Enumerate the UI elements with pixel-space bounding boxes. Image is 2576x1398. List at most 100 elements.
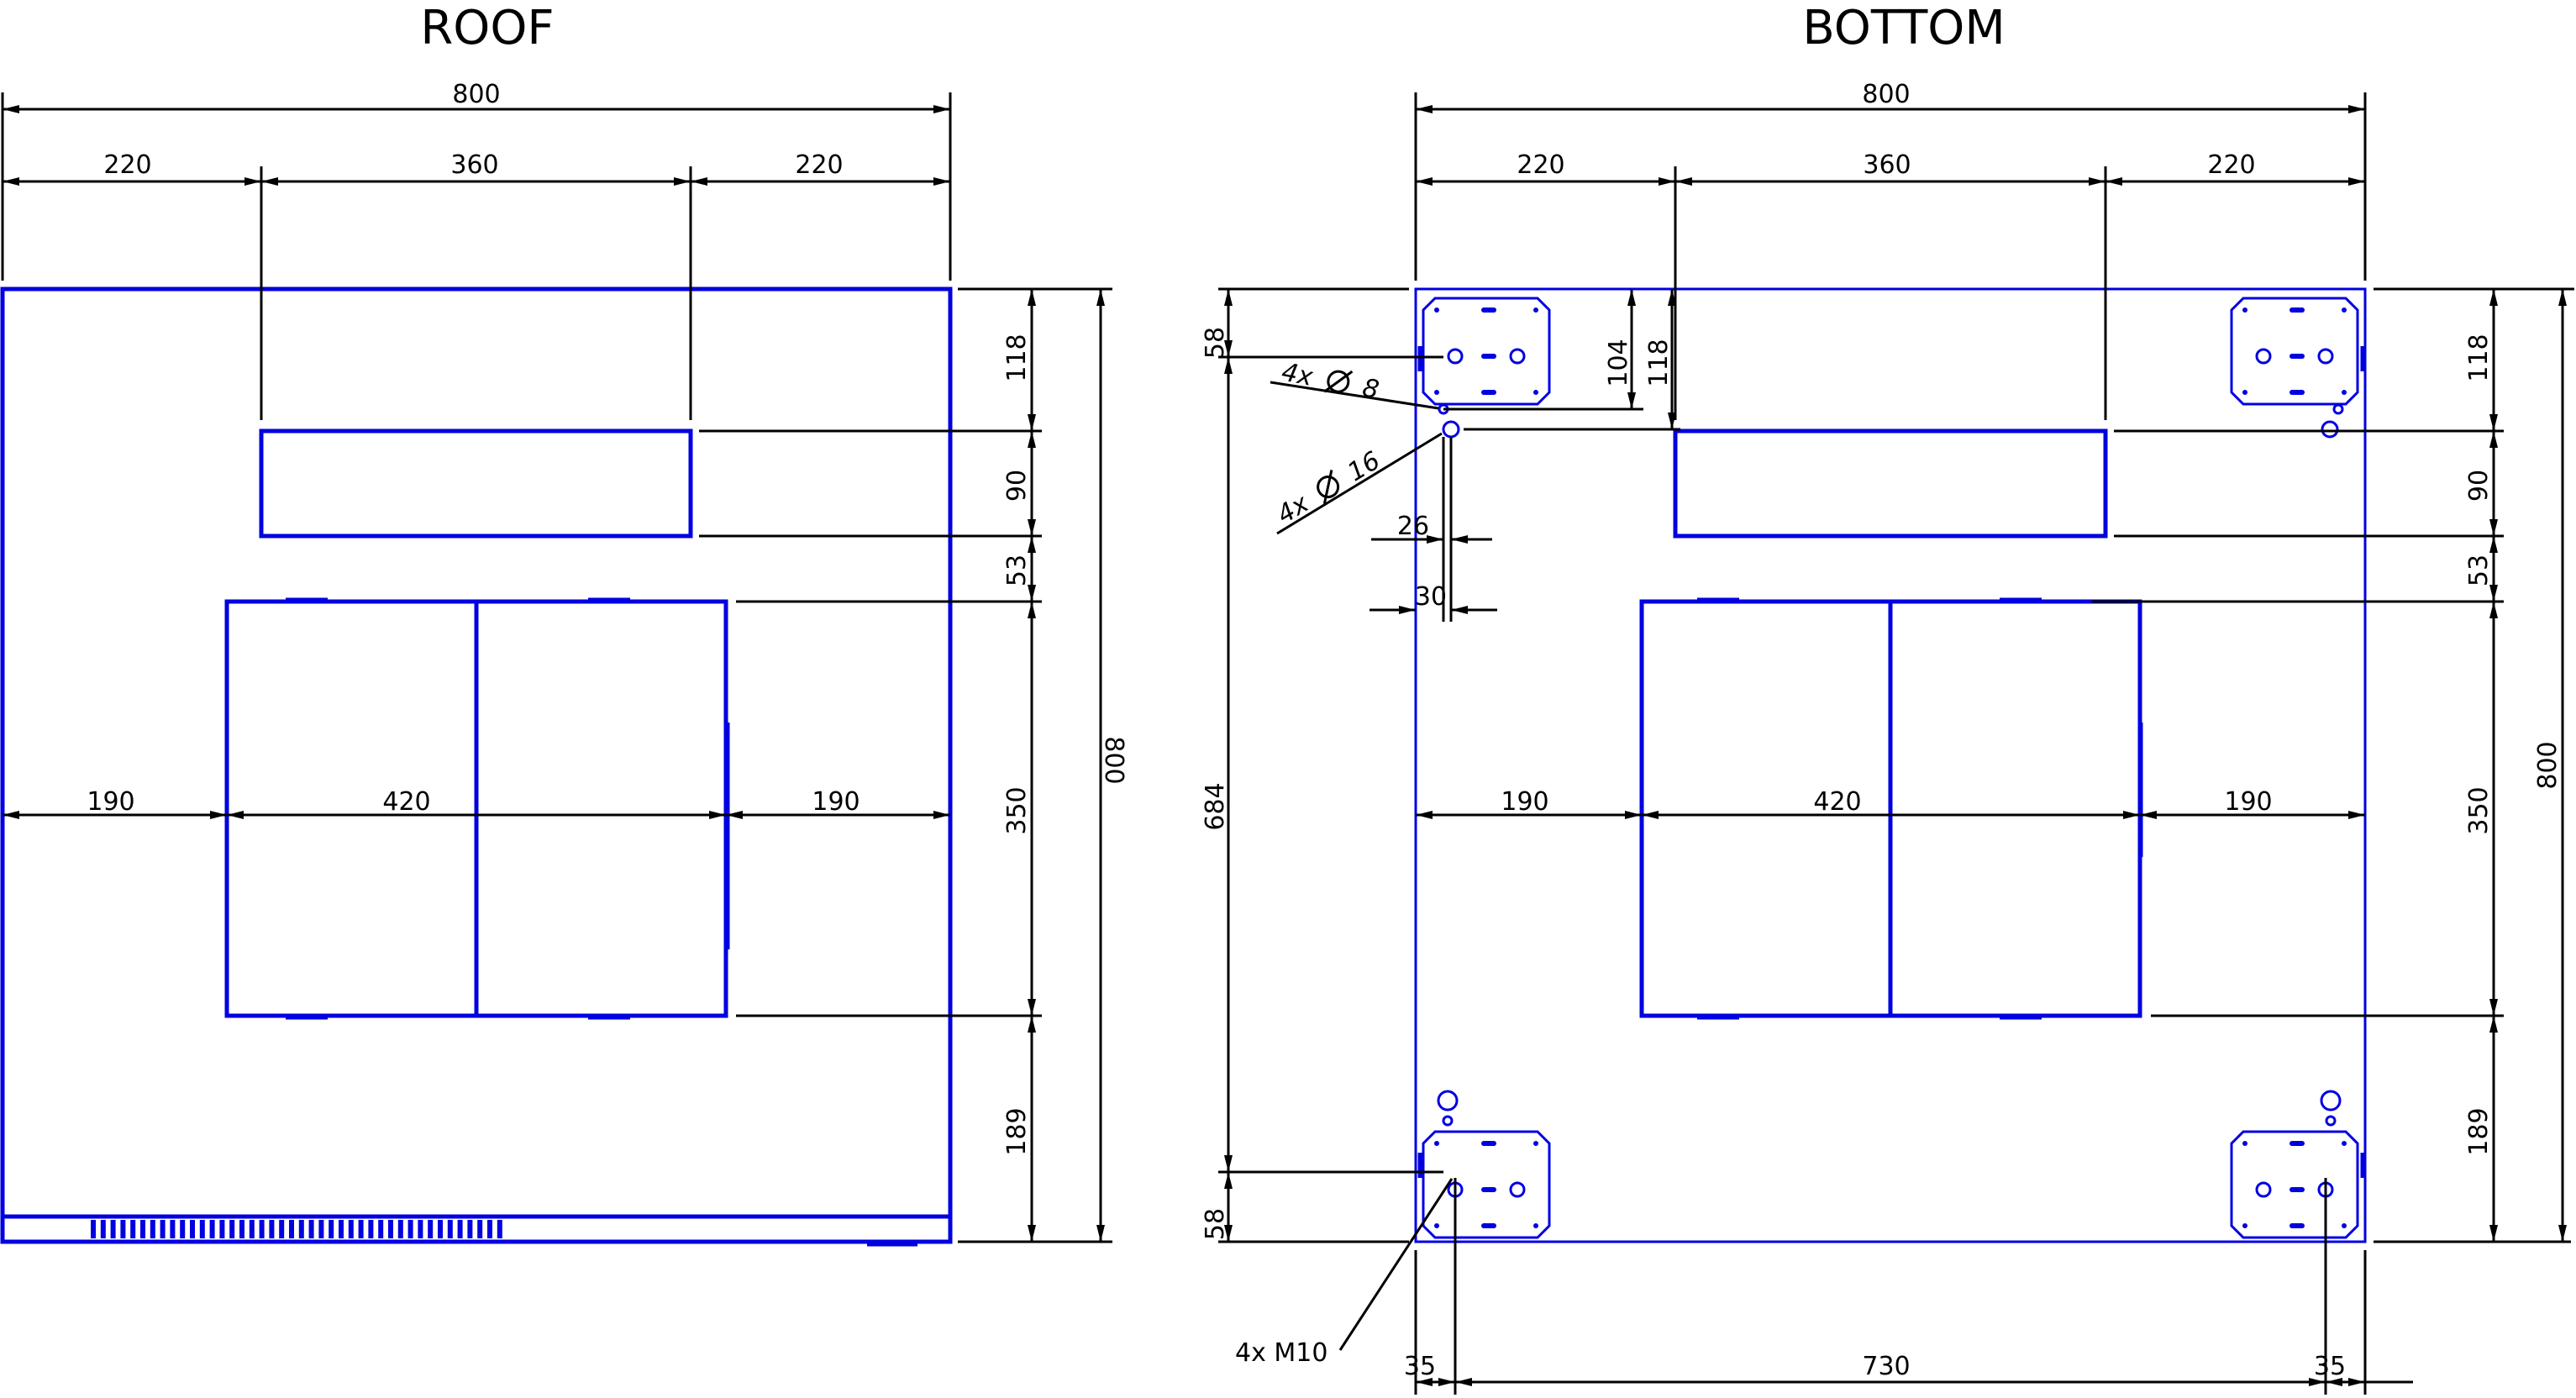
plate-rivet [1434,1141,1439,1146]
roof-v-dim-4: 350 [1002,786,1032,834]
bottom-left-dim-58-bottom: 58 [1201,1208,1230,1240]
bottom-offset-dimensions: 26 30 [1369,437,1497,622]
roof-v-dim-3: 53 [1002,554,1032,586]
vent-slot [358,1220,364,1238]
plate-bolt-hole [2255,348,2272,365]
bottom-vertical-chain-dimension: 118 90 53 350 189 [2092,287,2571,1243]
bottom-v-dim-2: 90 [2464,470,2494,502]
plate-rivet [1533,390,1538,395]
caster-plate-bottom-right [2230,1130,2359,1239]
roof-v-dim-1: 118 [1002,334,1032,381]
vent-slot [269,1220,275,1238]
thread-label: 4x M10 [1235,1338,1327,1368]
vent-slot [110,1220,116,1238]
plate-slot [2289,1141,2305,1146]
bottom-base-dim-3: 35 [2314,1352,2346,1381]
plate-outline [2230,1130,2359,1239]
roof-mid-dim-2: 420 [382,787,430,817]
bottom-mid-dim-1: 190 [1501,787,1548,817]
plate-bolt-hole [1509,348,1526,365]
plate-slot [1481,390,1496,395]
plate-outline [1422,1130,1551,1239]
roof-height-label: 800 [1099,736,1128,784]
vent-slot [140,1220,145,1238]
plate-slot [2289,1223,2305,1228]
vent-slot [407,1220,413,1238]
plate-rivet [1434,390,1439,395]
vent-slot [160,1220,166,1238]
plate-rivet [1533,1223,1538,1228]
bottom-height-dimension: 800 [2504,287,2574,1242]
bottom-top-dim-2: 360 [1863,150,1911,180]
plate-slot [2289,390,2305,395]
bottom-inner-depth-dimensions: 104 118 [1443,289,1680,431]
hole-callout-8: 4x 8 [1270,357,1439,410]
bottom-v-dim-5: 189 [2464,1107,2494,1155]
vent-slot [447,1220,453,1238]
roof-top-chain-dimension: 220 360 220 [3,150,950,420]
roof-middle-chain-dimension: 190 420 190 [3,787,950,819]
vent-slot [428,1220,434,1238]
vent-slot [457,1220,463,1238]
vent-slot [487,1220,492,1238]
vent-slot [209,1220,215,1238]
vent-slot [279,1220,285,1238]
bottom-base-dim-1: 35 [1404,1352,1436,1381]
bottom-dim-30: 30 [1415,582,1447,612]
plate-rivet [2342,307,2347,313]
vent-slot [249,1220,255,1238]
bottom-dim-104: 104 [1604,339,1633,386]
plate-edge-marks [1417,346,2365,1178]
bottom-v-dim-1: 118 [2464,334,2494,381]
vent-slot [339,1220,344,1238]
vent-slot [150,1220,155,1238]
bottom-v-dim-4: 350 [2464,786,2494,834]
roof-mid-dim-3: 190 [812,787,860,817]
thread-callout: 4x M10 [1235,1178,1454,1368]
vent-slot [229,1220,235,1238]
bottom-fan-tabs [1697,597,2143,1020]
roof-width-dimension: 800 [1,80,952,281]
plate-rivet [1434,307,1439,313]
vent-slot [219,1220,225,1238]
plate-slot [2289,307,2305,313]
hole16-size: 16 [1343,446,1385,488]
plate-rivet [2242,307,2247,313]
plate-slot [2289,354,2305,359]
bottom-height-label: 800 [2533,741,2563,789]
vent-slot [180,1220,186,1238]
vent-slot [348,1220,354,1238]
vent-slot [308,1220,314,1238]
vent-slot [289,1220,294,1238]
bottom-left-dim-684: 684 [1201,782,1230,830]
bottom-base-dim-2: 730 [1862,1352,1910,1381]
plate-rivet [2242,1141,2247,1146]
bottom-left-dim-58-top: 58 [1201,327,1230,359]
diameter-symbol-icon [1323,370,1354,393]
roof-top-dim-3: 220 [795,150,843,180]
vent-slot [388,1220,393,1238]
bottom-left-dimensions: 58 684 58 [1201,287,1443,1243]
roof-mid-dim-1: 190 [87,787,134,817]
bottom-width-dimension: 800 [1414,80,2367,281]
vent-slot [438,1220,443,1238]
vent-slot [497,1220,502,1238]
plate-outline [2230,297,2359,406]
plate-slot [2289,1187,2305,1192]
vent-slot [368,1220,374,1238]
vent-slot [91,1220,96,1238]
plate-bolt-hole [1447,348,1464,365]
diameter-symbol-icon [1317,470,1340,504]
hole16-qty: 4x [1272,489,1314,530]
caster-plate-top-left [1422,297,1551,406]
vent-slot [418,1220,423,1238]
roof-title: ROOF [420,1,554,55]
vent-slot [199,1220,205,1238]
plate-bolt-hole [1509,1181,1526,1198]
caster-plate-top-right [2230,297,2359,406]
plate-rivet [2342,1141,2347,1146]
roof-fan-tabs [286,597,730,1020]
bottom-top-chain-dimension: 220 360 220 [1416,150,2365,420]
plate-slot [1481,1223,1496,1228]
plate-rivet [2242,1223,2247,1228]
